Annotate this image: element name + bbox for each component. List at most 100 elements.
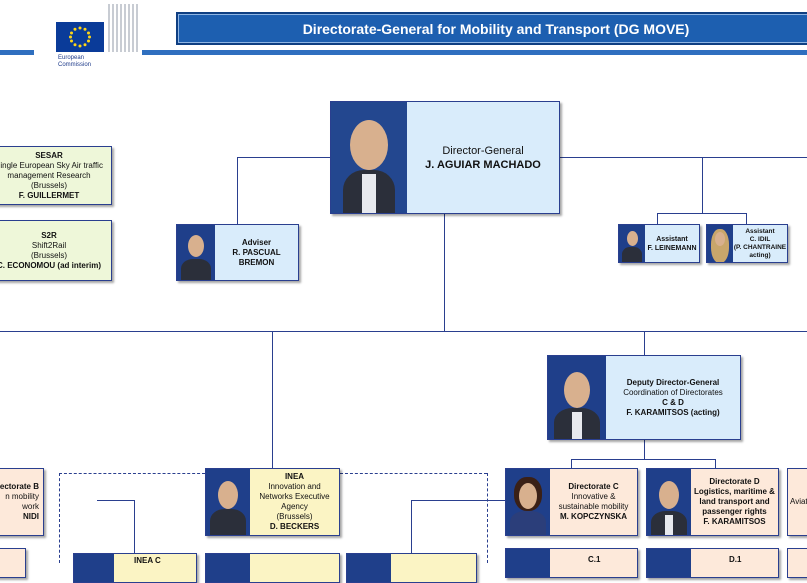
directorate-c-text: Directorate C Innovative & sustainable m…: [550, 469, 637, 535]
sesar-line1: Single European Sky Air traffic: [0, 160, 103, 170]
directorate-d-line2: land transport and: [699, 497, 770, 506]
director-general-name: J. AGUIAR MACHADO: [425, 158, 541, 171]
sesar-line2: management Research: [7, 170, 91, 180]
directorate-e-box[interactable]: Aviati: [787, 468, 807, 536]
assistant-leinemann-photo: [619, 225, 645, 262]
director-general-text: Director-General J. AGUIAR MACHADO: [407, 102, 559, 213]
s2r-line2: (Brussels): [30, 250, 67, 260]
inea-line4: (Brussels): [276, 512, 313, 521]
directorate-b-title: Directorate B: [0, 482, 39, 491]
directorate-c-photo: [506, 469, 550, 535]
connector: [571, 459, 716, 460]
european-commission-logo: European Commission: [34, 0, 142, 72]
assistant-leinemann-box[interactable]: Assistant F. LEINEMANN: [618, 224, 700, 263]
connector: [272, 331, 273, 468]
s2r-box[interactable]: S2R Shift2Rail (Brussels) C. ECONOMOU (a…: [0, 220, 112, 281]
directorate-c-title: Directorate C: [568, 482, 619, 491]
connector: [702, 157, 703, 213]
portrait-shirt: [572, 412, 582, 439]
connector: [644, 440, 645, 460]
logo-text: European Commission: [58, 55, 91, 69]
dashed-connector: [340, 473, 487, 474]
directorate-b-line2: work: [22, 502, 39, 511]
connector: [715, 459, 716, 468]
bottom-box-right[interactable]: [787, 548, 807, 578]
directorate-c-line2: sustainable mobility: [558, 502, 629, 511]
inea-c-label: INEA C: [134, 556, 161, 565]
connector: [411, 500, 412, 563]
sesar-line3: (Brussels): [30, 180, 67, 190]
connector: [97, 500, 135, 501]
portrait-suit: [181, 259, 211, 280]
sesar-name: F. GUILLERMET: [18, 190, 80, 200]
directorate-d-line3: passenger rights: [702, 507, 767, 516]
inea-line3: Agency: [281, 502, 308, 511]
connector: [237, 157, 238, 224]
assistant-idil-text: Assistant C. IDIL (P. CHANTRAINE acting): [733, 225, 787, 262]
deputy-director-general-box[interactable]: Deputy Director-General Coordination of …: [547, 355, 741, 440]
deputy-line1: Coordination of Directorates: [623, 387, 723, 397]
sesar-title: SESAR: [35, 150, 63, 160]
directorate-d-box[interactable]: Directorate D Logistics, maritime & land…: [646, 468, 779, 536]
adviser-text: Adviser R. PASCUAL BREMON: [215, 225, 298, 280]
sesar-box[interactable]: SESAR Single European Sky Air traffic ma…: [0, 146, 112, 205]
unit-d1-label: D.1: [729, 555, 742, 564]
directorate-e-line1: Aviati: [790, 497, 807, 506]
directorate-d-name: F. KARAMITSOS: [703, 517, 766, 526]
unit-d1-box[interactable]: D.1: [646, 548, 779, 578]
portrait-face: [218, 481, 238, 509]
connector: [571, 459, 572, 468]
directorate-b-box[interactable]: Directorate B n mobility work NIDI: [0, 468, 44, 536]
unit-c1-box[interactable]: C.1: [505, 548, 638, 578]
inea-c-box[interactable]: INEA C: [73, 553, 197, 583]
inea-unit-box-2[interactable]: [205, 553, 340, 583]
assistant-idil-note: (P. CHANTRAINE: [733, 243, 787, 251]
inea-box[interactable]: INEA Innovation and Networks Executive A…: [205, 468, 340, 536]
portrait-suit: [210, 509, 246, 535]
directorate-c-name: M. KOPCZYNSKA: [559, 512, 628, 521]
portrait-face: [564, 372, 590, 408]
assistant-idil-note2: acting): [749, 251, 771, 259]
assistant-idil-name: C. IDIL: [749, 235, 771, 243]
adviser-box[interactable]: Adviser R. PASCUAL BREMON: [176, 224, 299, 281]
assistant-leinemann-role: Assistant: [656, 235, 688, 243]
dashed-connector: [59, 473, 60, 563]
connector: [560, 157, 807, 158]
unit-c1-photo: [506, 549, 550, 577]
adviser-role: Adviser: [241, 237, 272, 247]
header-title-bar: Directorate-General for Mobility and Tra…: [176, 12, 807, 45]
logo-text-line2: Commission: [58, 62, 92, 68]
deputy-name: F. KARAMITSOS (acting): [626, 407, 720, 417]
connector: [444, 214, 445, 332]
director-general-photo: [331, 102, 407, 213]
directorate-c-box[interactable]: Directorate C Innovative & sustainable m…: [505, 468, 638, 536]
directorate-d-line1: Logistics, maritime &: [694, 487, 775, 496]
page-title: Directorate-General for Mobility and Tra…: [302, 20, 690, 37]
s2r-title: S2R: [41, 230, 57, 240]
directorate-b-line1: n mobility: [5, 492, 39, 501]
inea-unit-box-3[interactable]: [346, 553, 477, 583]
s2r-line1: Shift2Rail: [31, 240, 67, 250]
connector: [657, 213, 747, 214]
dashed-connector: [487, 473, 488, 563]
assistant-idil-box[interactable]: Assistant C. IDIL (P. CHANTRAINE acting): [706, 224, 788, 263]
connector: [746, 213, 747, 224]
deputy-text: Deputy Director-General Coordination of …: [606, 356, 740, 439]
portrait-face: [519, 483, 537, 509]
directorate-d-photo: [647, 469, 691, 535]
unit-c1-label: C.1: [588, 555, 601, 564]
header-bar-thin: [0, 50, 807, 55]
director-general-box[interactable]: Director-General J. AGUIAR MACHADO: [330, 101, 560, 214]
deputy-photo: [548, 356, 606, 439]
inea-text: INEA Innovation and Networks Executive A…: [250, 469, 339, 535]
inea-c-photo: [74, 554, 114, 582]
portrait-shirt: [665, 515, 673, 535]
directorate-e-text: Aviati: [788, 469, 807, 535]
deputy-role: Deputy Director-General: [626, 377, 720, 387]
dashed-connector: [59, 473, 205, 474]
inea-photo: [206, 469, 250, 535]
connector: [0, 331, 807, 332]
directorate-c-line1: Innovative &: [571, 492, 616, 501]
bottom-box-left[interactable]: [0, 548, 26, 578]
director-general-role: Director-General: [442, 144, 524, 157]
